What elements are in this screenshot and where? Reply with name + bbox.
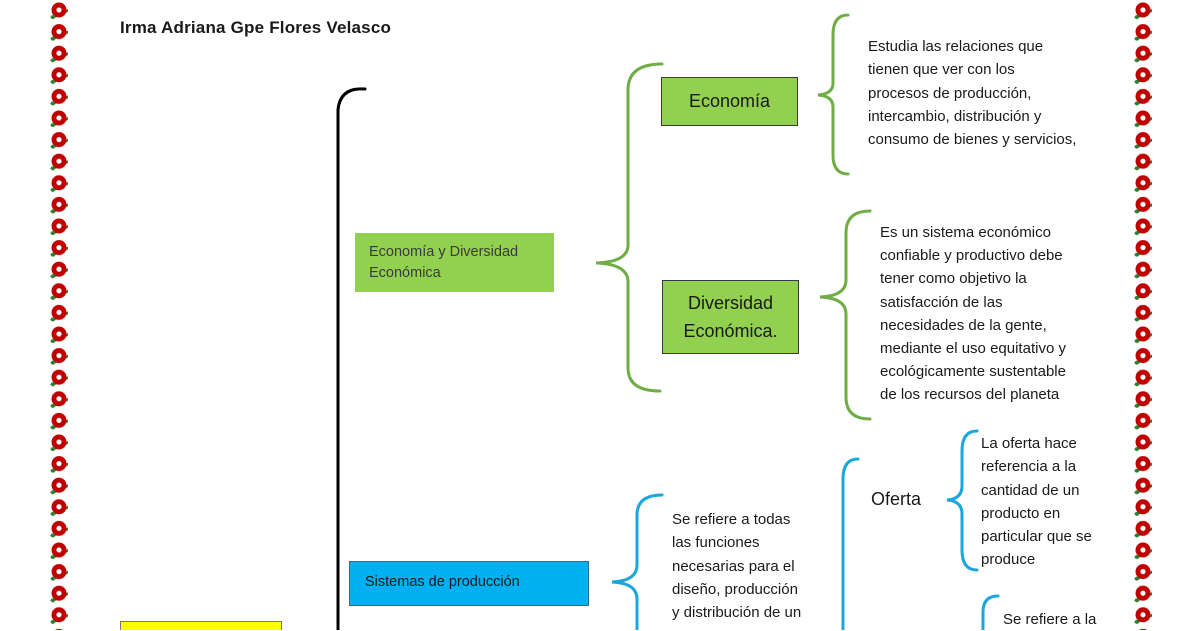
description-line: La oferta hace — [981, 435, 1077, 452]
diversidad-description: Es un sistema económico confiable y prod… — [880, 221, 1066, 407]
description-line: produce — [981, 551, 1036, 569]
description-line: Es un sistema económico — [880, 224, 1051, 241]
sistemas-produccion-box: Sistemas de producción — [349, 561, 589, 606]
description-line: tienen que ver con los — [868, 61, 1015, 79]
economia-label: Economía — [688, 91, 771, 111]
economia-box: Economía — [661, 77, 798, 126]
author-name: Irma Adriana Gpe Flores Velasco — [120, 18, 392, 37]
economia-brace — [595, 62, 664, 393]
description-line: intercambio, distribución y — [868, 107, 1042, 125]
produccion-description-brace — [841, 457, 860, 630]
description-line: cantidad de un — [981, 481, 1080, 499]
yellow-box — [120, 621, 282, 630]
description-line: procesos de producción, — [868, 84, 1032, 102]
description-line: Se refiere a la — [1003, 611, 1097, 628]
description-line: particular que se — [981, 528, 1092, 546]
next-description-brace — [981, 594, 1000, 630]
description-line: producto en — [981, 504, 1061, 522]
right-decorative-border — [1128, 0, 1158, 630]
description-line: diseño, producción — [672, 580, 798, 598]
next-description: Se refiere a la — [1003, 608, 1096, 631]
description-line: mediante el uso equitativo y — [880, 340, 1066, 358]
description-line: de los recursos del planeta — [880, 386, 1060, 404]
description-line: ecológicamente sustentable — [880, 363, 1066, 381]
oferta-description-brace — [946, 429, 979, 572]
description-line: Se refiere a todas — [672, 511, 791, 528]
economia-diversidad-label: Economía y Diversidad Económica — [369, 244, 519, 281]
diversidad-label-line: Diversidad — [687, 293, 774, 313]
description-line: satisfacción de las — [880, 293, 1003, 311]
main-brace — [336, 87, 367, 630]
economia-diversidad-box: Economía y Diversidad Económica — [355, 233, 554, 292]
description-line: necesarias para el — [672, 557, 795, 575]
left-decorative-border — [44, 0, 74, 630]
economia-description: Estudia las relaciones que tienen que ve… — [868, 35, 1076, 151]
diversidad-box: Diversidad Económica. — [662, 280, 799, 354]
description-line: confiable y productivo debe — [880, 247, 1063, 265]
description-line: tener como objetivo la — [880, 270, 1027, 288]
economia-description-brace — [817, 13, 850, 176]
sistemas-produccion-label: Sistemas de producción — [365, 574, 520, 590]
diversidad-description-brace — [819, 209, 872, 421]
description-line: necesidades de la gente, — [880, 316, 1047, 334]
produccion-description: Se refiere a todas las funciones necesar… — [672, 508, 801, 624]
produccion-brace — [611, 493, 664, 630]
description-line: referencia a la — [981, 458, 1077, 476]
oferta-description: La oferta hace referencia a la cantidad … — [981, 432, 1092, 572]
description-line: las funciones — [672, 534, 760, 552]
description-line: Estudia las relaciones que — [868, 38, 1044, 55]
oferta-label: Oferta — [871, 489, 922, 509]
diversidad-label-line: Económica. — [683, 321, 778, 341]
description-line: consumo de bienes y servicios, — [868, 131, 1077, 149]
description-line: y distribución de un — [672, 604, 802, 622]
